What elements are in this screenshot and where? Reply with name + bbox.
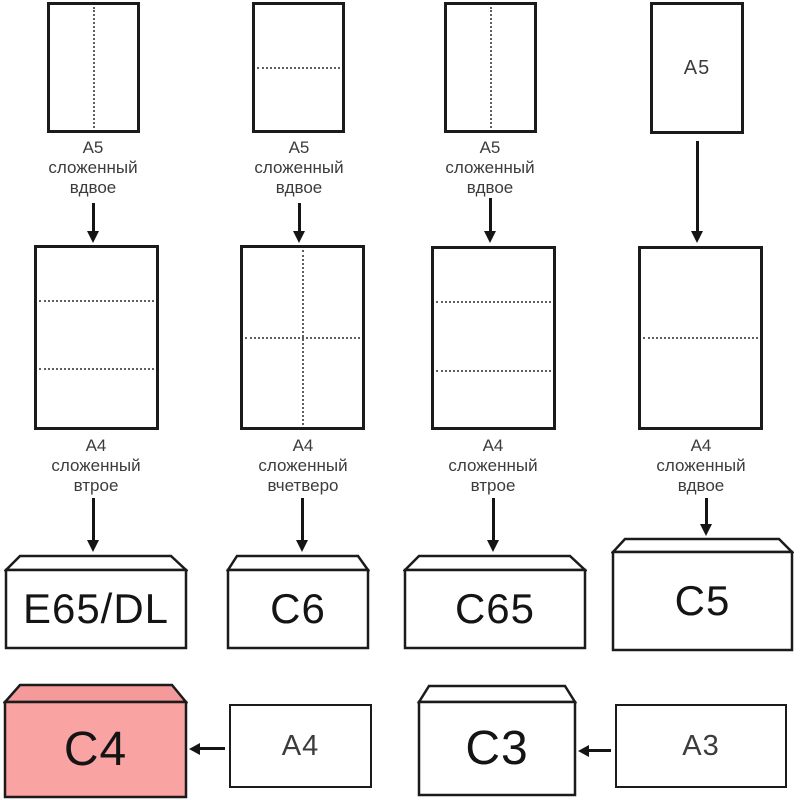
envelope-shape [611,537,794,652]
arrow-down-icon [296,498,308,552]
envelope-label: C65 [454,585,536,632]
envelope-label: E65/DL [22,585,170,632]
paper-a5-col1 [47,2,140,133]
label-line: вдвое [677,476,725,495]
paper-a4-label: A4 [281,729,320,762]
paper-a4-col2 [240,245,365,430]
arrow-left-icon [578,744,611,757]
paper-a3-source: A3 [615,704,787,788]
label-line: A5 [479,138,501,157]
envelope-e65dl: E65/DL [4,554,188,650]
fold-line-horizontal [257,67,340,69]
label-line: вдвое [466,178,514,197]
label-line: вдвое [275,178,323,197]
fold-line-horizontal [39,368,154,370]
arrow-down-icon [484,198,496,243]
label-line: сложенный [656,456,746,475]
paper-a5-col3 [444,2,537,133]
envelope-c4-highlighted: C4 [3,683,188,799]
label-a4-folded-col2: A4 сложенный вчетверо [240,436,366,496]
envelope-label: C4 [63,723,128,776]
envelope-c6: C6 [226,554,370,650]
paper-a3-label: A3 [682,729,720,762]
paper-a4-col4 [638,246,763,430]
fold-line-horizontal [643,337,758,339]
paper-a5-inner-label: A5 [683,56,711,79]
envelope-c3: C3 [417,684,577,797]
label-a4-folded-col4: A4 сложенный вдвое [640,436,762,496]
label-line: сложенный [48,158,138,177]
arrow-down-icon [691,141,703,243]
arrow-down-icon [293,203,305,243]
fold-line-vertical [490,7,492,128]
envelope-c5: C5 [611,537,794,652]
fold-line-horizontal [39,300,154,302]
label-line: сложенный [258,456,348,475]
envelope-shape [403,554,587,650]
label-line: сложенный [254,158,344,177]
arrow-down-icon [87,498,99,552]
paper-a5-col2 [252,2,345,133]
label-line: вдвое [69,178,117,197]
fold-line-vertical [93,7,95,128]
label-line: сложенный [448,456,538,475]
envelope-shape [4,554,188,650]
envelope-label: C5 [674,577,731,624]
label-line: A4 [292,436,314,455]
label-line: A4 [690,436,712,455]
label-line: вчетверо [267,476,339,495]
arrow-down-icon [487,498,499,552]
arrow-down-icon [87,203,99,243]
fold-line-horizontal [436,301,551,303]
label-line: сложенный [51,456,141,475]
label-a4-folded-col3: A4 сложенный втрое [433,436,553,496]
paper-a4-col3 [431,246,556,430]
envelope-shape [3,683,188,799]
label-a5-folded-col3: A5 сложенный вдвое [430,138,550,198]
fold-line-horizontal [436,370,551,372]
envelope-c65: C65 [403,554,587,650]
label-line: втрое [470,476,516,495]
arrow-left-icon [189,742,225,755]
paper-a4-source: A4 [229,704,372,788]
label-line: A5 [288,138,310,157]
envelope-shape [417,684,577,797]
paper-a5-col4: A5 [650,2,744,134]
label-line: A4 [85,436,107,455]
envelope-shape [226,554,370,650]
label-a4-folded-col1: A4 сложенный втрое [36,436,156,496]
label-line: A5 [82,138,104,157]
label-a5-folded-col1: A5 сложенный вдвое [33,138,153,198]
label-line: втрое [73,476,119,495]
label-line: A4 [482,436,504,455]
arrow-down-icon [700,498,712,536]
envelope-label: C3 [465,722,529,775]
label-line: сложенный [445,158,535,177]
label-a5-folded-col2: A5 сложенный вдвое [239,138,359,198]
envelope-label: C6 [270,585,326,632]
paper-a4-col1 [34,245,159,430]
fold-line-horizontal [245,337,360,339]
